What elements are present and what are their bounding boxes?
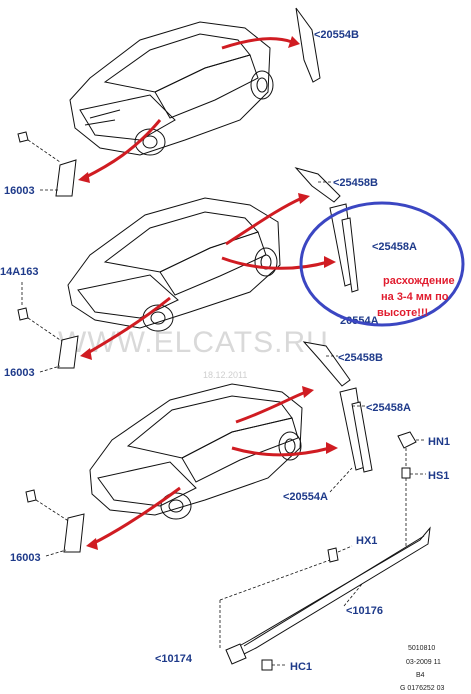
label-25458a-middle: <25458A xyxy=(372,241,417,253)
arrow-head xyxy=(298,193,310,204)
diagram-code-1: 5010810 xyxy=(408,645,435,652)
clip-icon xyxy=(17,282,67,345)
car-3-wagon xyxy=(89,383,303,520)
leader-line xyxy=(39,365,61,373)
mirror-trim-16003-bottom xyxy=(63,513,85,553)
fastener-hs1 xyxy=(401,448,426,479)
trim-25458b-bottom xyxy=(302,341,351,387)
leader-line xyxy=(45,549,67,557)
arrow-head xyxy=(86,538,98,550)
note-line-1: расхождение xyxy=(383,275,455,287)
label-10174: <10174 xyxy=(155,653,193,665)
watermark-date: 18.12.2011 xyxy=(203,370,247,380)
pillar-trim-20554b xyxy=(295,7,321,83)
arrow-head xyxy=(302,386,314,398)
fastener-hn1 xyxy=(397,431,426,449)
car-1-sedan xyxy=(69,21,274,156)
callout-arrow xyxy=(235,390,307,424)
label-hs1: HS1 xyxy=(428,470,449,482)
trim-25458a-bottom xyxy=(339,387,373,473)
label-16003-middle: 16003 xyxy=(4,367,35,379)
arrow-head xyxy=(324,256,336,268)
mirror-trim-16003-middle xyxy=(57,335,79,369)
label-10176: <10176 xyxy=(346,605,383,617)
arrow-head xyxy=(80,348,92,360)
mirror-trim-16003-top xyxy=(55,159,77,197)
note-line-2: на 3-4 мм по xyxy=(381,291,449,303)
leader-line xyxy=(329,467,353,493)
callout-arrow xyxy=(83,119,162,180)
label-hx1: HX1 xyxy=(356,535,377,547)
label-25458b-bottom: <25458B xyxy=(338,352,383,364)
arrow-head xyxy=(288,36,300,48)
clip-icon xyxy=(17,131,61,163)
label-25458b-middle: <25458B xyxy=(333,177,378,189)
callout-arrow xyxy=(221,37,293,50)
note-line-3: высоте!!! xyxy=(377,307,428,319)
diagram-code-4: G 0176252 03 xyxy=(400,685,444,692)
diagram-code-3: B4 xyxy=(416,672,425,679)
callout-arrow xyxy=(221,256,329,270)
callout-arrow xyxy=(225,196,303,246)
label-14a163: 14A163 xyxy=(0,266,39,278)
clip-hx1-icon xyxy=(327,545,353,563)
highlight-circle xyxy=(299,201,465,327)
label-hn1: HN1 xyxy=(428,436,450,448)
label-16003-top: 16003 xyxy=(4,185,35,197)
end-cap-10174 xyxy=(225,643,247,665)
trim-25458b-middle xyxy=(294,167,341,203)
watermark: WWW.ELCATS.RU xyxy=(58,326,329,359)
car-2-hatchback xyxy=(67,197,281,332)
callout-arrow xyxy=(85,296,171,356)
label-20554a-bottom: <20554A xyxy=(283,491,328,503)
callout-arrow xyxy=(231,446,331,457)
clip-icon xyxy=(25,489,71,523)
label-hc1: HC1 xyxy=(290,661,312,673)
rocker-molding-10176 xyxy=(219,478,431,657)
trim-25458a-middle xyxy=(329,203,359,293)
label-16003-bottom: 16003 xyxy=(10,552,41,564)
clip-hc1-icon xyxy=(261,659,286,671)
arrow-head xyxy=(78,172,90,183)
diagram-code-2: 03-2009 11 xyxy=(406,659,441,666)
arrow-head xyxy=(326,442,338,454)
label-25458a-bottom: <25458A xyxy=(366,402,411,414)
label-20554b: <20554B xyxy=(314,29,359,41)
callout-arrow xyxy=(91,486,181,546)
